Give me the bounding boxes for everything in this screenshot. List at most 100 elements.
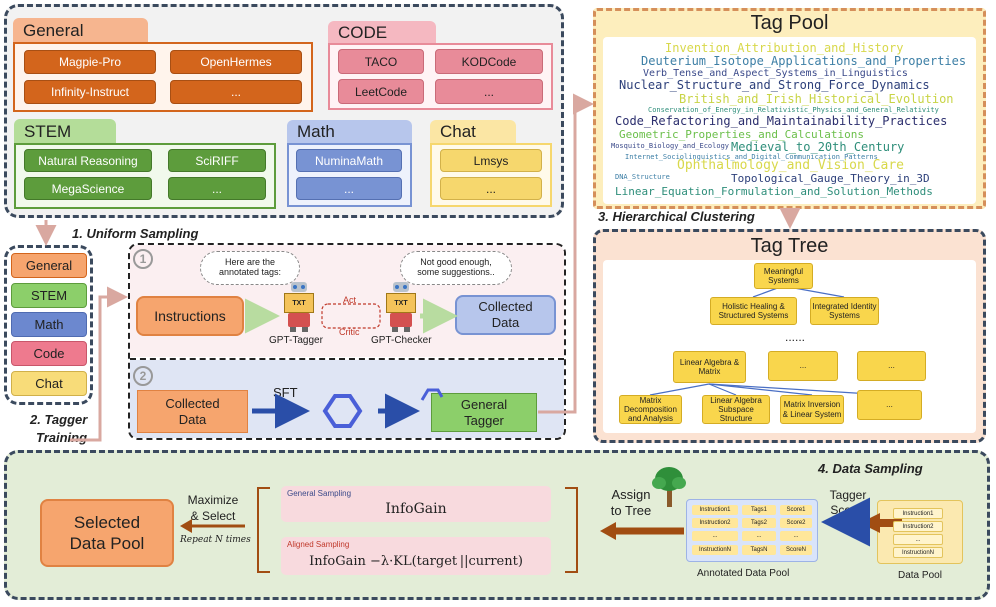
tag-word-1: Invention_Attribution_and_History [665, 41, 904, 55]
annot-r2-tags: Tags2 [742, 518, 776, 528]
data-pool-label: Data Pool [898, 570, 942, 581]
act-label: Act [343, 295, 357, 305]
tree-node-linear-algebra: Linear Algebra & Matrix [673, 351, 746, 383]
collected-data-input-box: Collected Data [137, 390, 248, 433]
maximize-line2: & Select [190, 508, 236, 523]
dataset-chat-more: ... [440, 177, 542, 200]
general-sampling-box: General Sampling InfoGain [281, 486, 551, 522]
dataset-leetcode: LeetCode [338, 79, 424, 104]
code-header: CODE [328, 21, 436, 44]
selected-pool-line1: Selected [73, 512, 141, 532]
general-header: General [13, 18, 148, 43]
tag-word-3: Verb_Tense_and_Aspect_Systems_in_Linguis… [643, 68, 908, 79]
annot-r1-score: Score1 [780, 505, 812, 515]
tag-word-4: Nuclear_Structure_and_Strong_Force_Dynam… [619, 78, 930, 92]
bubble2-line2: some suggestions.. [417, 267, 495, 277]
pool-row-2: Instruction2 [893, 521, 943, 532]
tag-word-10: Medieval_to_20th_Century [731, 140, 905, 154]
assign-to-tree-label: Assign to Tree [606, 487, 656, 520]
collected-data-line2: Data [491, 315, 520, 330]
annot-r4-tags: TagsN [742, 545, 776, 555]
tag-word-12: Ophthalmology_and_Vision_Care [677, 158, 904, 173]
tag-word-7: Code_Refactoring_and_Maintainability_Pra… [615, 114, 948, 128]
gpt-tagger-label: GPT-Tagger [269, 335, 323, 346]
tag-word-15: Linear_Equation_Formulation_and_Solution… [615, 185, 933, 198]
dataset-natural-reasoning: Natural Reasoning [24, 149, 152, 172]
stage1-number: 1 [133, 249, 153, 269]
critic-label: Critic [339, 327, 360, 337]
dataset-general-more: ... [170, 80, 302, 104]
selected-pool-line2: Data Pool [69, 534, 145, 553]
general-sampling-formula: InfoGain [385, 501, 447, 517]
dataset-magpie-pro: Magpie-Pro [24, 50, 156, 74]
general-sampling-label: General Sampling [287, 489, 352, 498]
maximize-line1: Maximize [187, 493, 239, 507]
dataset-kodcode: KODCode [435, 49, 543, 74]
pool-row-3: ... [893, 534, 943, 545]
maximize-select-label: Maximize & Select [183, 493, 243, 524]
tag-word-8: Geometric_Properties_and_Calculations [619, 128, 865, 141]
step2-label-line1: 2. Tagger [30, 412, 88, 427]
annot-r2-instruction: Instruction2 [692, 518, 738, 528]
robot2-screen: TXT [386, 293, 416, 313]
annot-r3-score: ... [780, 531, 812, 541]
general-tagger-box: General Tagger [431, 393, 537, 432]
chat-header: Chat [430, 120, 516, 144]
tagger-divider [130, 358, 564, 360]
dataset-math-more: ... [296, 177, 402, 200]
tag-pool-wordcloud: Invention_Attribution_and_History Deuter… [603, 37, 976, 204]
tree-node-integrated-identity: Integrated Identity Systems [810, 297, 879, 325]
domain-code: Code [11, 341, 87, 366]
selected-data-pool: Selected Data Pool [40, 499, 174, 567]
tree-node-matrix-inversion: Matrix Inversion & Linear System [780, 395, 844, 424]
dataset-taco: TACO [338, 49, 424, 74]
assign-line2: to Tree [610, 503, 652, 519]
domain-chat: Chat [11, 371, 87, 396]
stage2-number: 2 [133, 366, 153, 386]
instructions-box: Instructions [136, 296, 244, 336]
tree-node-holistic-healing: Holistic Healing & Structured Systems [710, 297, 797, 325]
collected-input-line2: Data [178, 411, 207, 427]
tree-icon [652, 467, 686, 507]
checker-speech-bubble: Not good enough, some suggestions.. [400, 251, 512, 285]
dataset-stem-more: ... [168, 177, 266, 200]
aligned-sampling-formula: InfoGain −λ·KL(target ||current) [309, 553, 523, 569]
domain-general: General [11, 253, 87, 278]
tree-node-subspace-structure: Linear Algebra Subspace Structure [702, 395, 770, 424]
assign-line1: Assign [611, 487, 651, 502]
gpt-tagger-robot-icon: TXT [282, 282, 316, 332]
aligned-sampling-label: Aligned Sampling [287, 540, 350, 549]
tag-pool-title: Tag Pool [750, 11, 829, 34]
annot-r4-score: ScoreN [780, 545, 812, 555]
repeat-label: Repeat N times [180, 535, 251, 545]
tag-word-2: Deuterium_Isotope_Applications_and_Prope… [641, 54, 967, 68]
step4-label: 4. Data Sampling [818, 461, 923, 476]
tree-node-matrix-decomposition: Matrix Decomposition and Analysis [619, 395, 682, 424]
annot-r2-score: Score2 [780, 518, 812, 528]
pool-row-4: InstructionN [893, 547, 943, 558]
dataset-lmsys: Lmsys [440, 149, 542, 172]
tree-ellipsis: ...... [785, 330, 806, 344]
annot-r1-tags: Tags1 [742, 505, 776, 515]
annot-r1-instruction: Instruction1 [692, 505, 738, 515]
tree-node-level3-more: ... [857, 390, 922, 420]
stem-header: STEM [14, 119, 116, 144]
bubble1-line2: annotated tags: [218, 267, 282, 277]
dataset-megascience: MegaScience [24, 177, 152, 200]
tag-word-13: DNA_Structure [615, 173, 670, 181]
step1-label: 1. Uniform Sampling [72, 226, 199, 241]
tag-word-9: Mosquito_Biology_and_Ecology [611, 142, 730, 150]
pool-row-1: Instruction1 [893, 508, 943, 519]
aligned-sampling-box: Aligned Sampling InfoGain −λ·KL(target |… [281, 537, 551, 575]
dataset-infinity-instruct: Infinity-Instruct [24, 80, 156, 104]
tag-word-14: Topological_Gauge_Theory_in_3D [731, 172, 930, 185]
bubble2-line1: Not good enough, [420, 257, 492, 267]
tag-word-11: Internet_Sociolinguistics_and_Digital_Co… [625, 153, 878, 161]
tag-tree-title: Tag Tree [750, 234, 829, 257]
tree-root-node: Meaningful Systems [754, 263, 813, 289]
dataset-code-more: ... [435, 79, 543, 104]
annot-r4-instruction: InstructionN [692, 545, 738, 555]
step3-label: 3. Hierarchical Clustering [598, 209, 755, 224]
domain-stem: STEM [11, 283, 87, 308]
